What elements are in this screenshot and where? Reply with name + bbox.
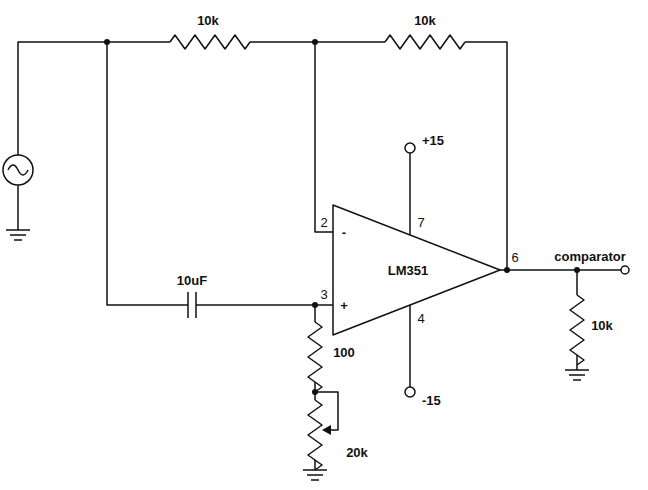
pin-sign: - <box>340 225 348 240</box>
junction-dot <box>312 39 318 45</box>
pin-number: 4 <box>415 311 426 326</box>
wiper-wire <box>315 392 338 430</box>
inverting-input-wire <box>315 42 333 232</box>
wire <box>576 270 578 295</box>
ground-wire <box>314 460 316 470</box>
ground-symbol <box>6 230 30 240</box>
junction-dot <box>574 267 580 273</box>
value-label: 20k <box>344 445 370 460</box>
junction-dot <box>504 267 510 273</box>
pin-number: 6 <box>509 250 520 265</box>
wire <box>107 42 188 305</box>
pin-number: 2 <box>318 215 329 230</box>
value-label: 10uF <box>175 273 209 288</box>
pin-number: 7 <box>415 215 426 230</box>
value-label: 10k <box>195 13 221 28</box>
resistor-symbol <box>308 322 322 392</box>
opamp-symbol <box>333 205 500 335</box>
capacitor-symbol <box>188 292 196 318</box>
pin-number: 3 <box>318 287 329 302</box>
value-label: 10k <box>412 13 438 28</box>
resistor-symbol <box>385 35 465 49</box>
output-terminal <box>621 266 629 274</box>
supply-label: +15 <box>420 133 446 148</box>
ground-symbol <box>303 470 327 480</box>
junction-dot <box>312 389 318 395</box>
supply-terminal <box>405 387 415 397</box>
ground-wire <box>17 185 19 230</box>
part-name: LM351 <box>386 263 430 278</box>
ground-symbol <box>565 370 589 380</box>
output-wire <box>500 269 621 271</box>
potentiometer-symbol <box>308 400 322 470</box>
supply-terminal <box>405 143 415 153</box>
ground-wire <box>576 355 578 370</box>
value-label: 10k <box>589 318 615 333</box>
supply-wire <box>409 305 411 387</box>
junction-dot <box>312 302 318 308</box>
value-label: 100 <box>331 345 357 360</box>
supply-wire <box>409 153 411 235</box>
resistor-symbol <box>170 35 250 49</box>
junction-dot <box>104 39 110 45</box>
input-wire <box>18 42 170 155</box>
signal-name: comparator <box>552 249 628 264</box>
feedback-wire <box>465 42 507 270</box>
sine-mark <box>8 165 28 175</box>
wiper-arrowhead <box>322 425 331 435</box>
supply-label: -15 <box>420 393 443 408</box>
pin-sign: + <box>338 298 350 313</box>
ac-source-symbol <box>3 155 33 185</box>
resistor-symbol <box>570 295 584 365</box>
